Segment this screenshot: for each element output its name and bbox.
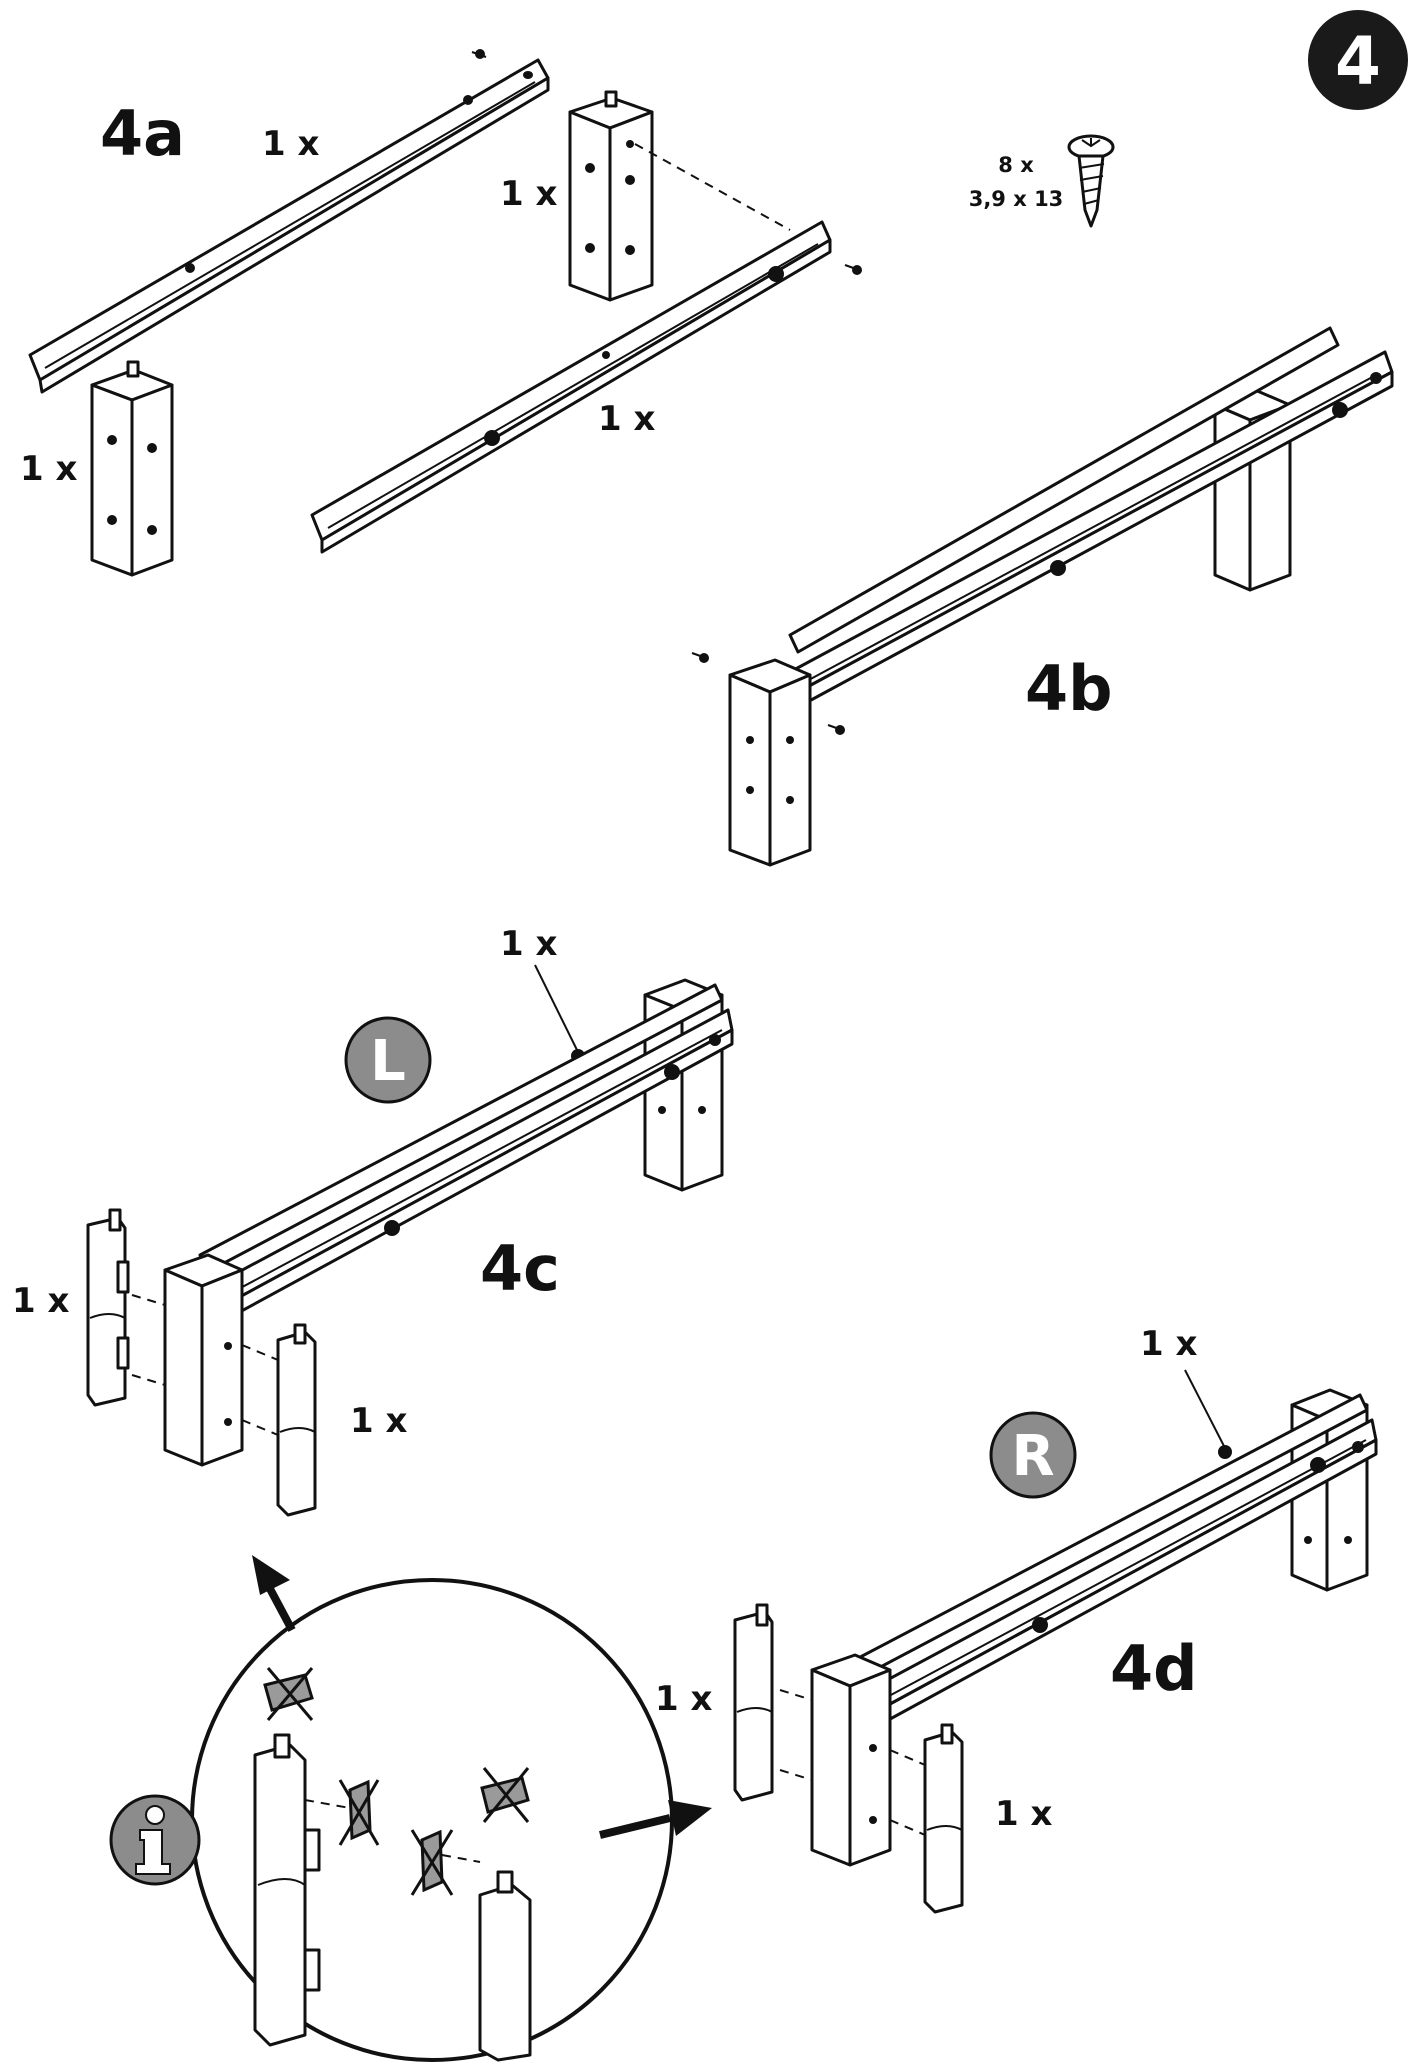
side-badge-left: L bbox=[344, 1016, 432, 1104]
side-badge-right-letter: R bbox=[1011, 1424, 1054, 1489]
rail-front-4a bbox=[310, 220, 832, 554]
qty-4c-right-bracket: 1 x bbox=[350, 1401, 407, 1441]
screw-small-icon bbox=[691, 652, 709, 663]
frame-4b bbox=[728, 326, 1394, 867]
alignment-line-4c bbox=[241, 1344, 279, 1361]
leg-front-4a bbox=[90, 360, 174, 577]
crossed-clip bbox=[263, 1667, 314, 1721]
rail-long-4a bbox=[28, 58, 550, 394]
alignment-line-4c bbox=[131, 1294, 166, 1306]
crossed-clip bbox=[338, 1779, 380, 1846]
pointer-line-4d bbox=[1184, 1369, 1226, 1449]
bracket-left-4c bbox=[86, 1208, 130, 1407]
alignment-line-4d bbox=[779, 1769, 813, 1781]
screw-small-icon bbox=[827, 724, 845, 735]
detail-callout bbox=[190, 1555, 712, 2062]
bracket-right-4d bbox=[923, 1723, 964, 1914]
qty-4a-front-rail: 1 x bbox=[598, 399, 655, 439]
qty-4d-right-bracket: 1 x bbox=[995, 1794, 1052, 1834]
bracket-right-4c bbox=[276, 1323, 317, 1517]
leg-back-4a bbox=[568, 90, 654, 302]
qty-4a-long-rail: 1 x bbox=[262, 124, 319, 164]
qty-4c-rail: 1 x bbox=[500, 924, 557, 964]
qty-4d-rail: 1 x bbox=[1140, 1324, 1197, 1364]
qty-4d-left-bracket: 1 x bbox=[655, 1679, 712, 1719]
frame-4c bbox=[163, 978, 734, 1467]
info-icon bbox=[109, 1794, 201, 1886]
screw-quantity: 8 x bbox=[998, 153, 1034, 177]
side-badge-left-letter: L bbox=[370, 1029, 406, 1094]
screw-small-icon bbox=[844, 264, 862, 275]
qty-4c-left-bracket: 1 x bbox=[12, 1281, 69, 1321]
alignment-line-4d bbox=[889, 1819, 926, 1836]
pointer-line-4c bbox=[534, 964, 579, 1053]
step-label-4a: 4a bbox=[100, 97, 185, 170]
step-badge-number: 4 bbox=[1335, 23, 1381, 100]
crossed-clip bbox=[410, 1829, 454, 1896]
step-badge: 4 bbox=[1308, 10, 1408, 110]
frame-4d bbox=[810, 1388, 1378, 1867]
screw-small-icon bbox=[471, 49, 487, 59]
screw-spec: 8 x 3,9 x 13 bbox=[969, 134, 1115, 228]
screw-size: 3,9 x 13 bbox=[969, 187, 1064, 211]
arrow-up-icon bbox=[252, 1555, 296, 1632]
step-label-4b: 4b bbox=[1025, 652, 1113, 725]
qty-4a-back-leg: 1 x bbox=[500, 174, 557, 214]
screw-icon bbox=[1067, 134, 1115, 228]
side-badge-right: R bbox=[989, 1411, 1077, 1499]
alignment-line-4c bbox=[241, 1419, 279, 1436]
alignment-line-4d bbox=[889, 1749, 926, 1766]
crossed-clip bbox=[480, 1767, 530, 1823]
step-label-4d: 4d bbox=[1110, 1632, 1198, 1705]
alignment-line-4d bbox=[779, 1689, 813, 1701]
qty-4a-front-leg: 1 x bbox=[20, 449, 77, 489]
step-label-4c: 4c bbox=[480, 1232, 560, 1305]
bracket-left-4d bbox=[733, 1603, 774, 1802]
alignment-line-4a bbox=[634, 143, 791, 231]
arrow-right-icon bbox=[599, 1800, 712, 1839]
alignment-line-4c bbox=[131, 1374, 166, 1386]
pointer-dot-4d bbox=[1218, 1445, 1232, 1459]
